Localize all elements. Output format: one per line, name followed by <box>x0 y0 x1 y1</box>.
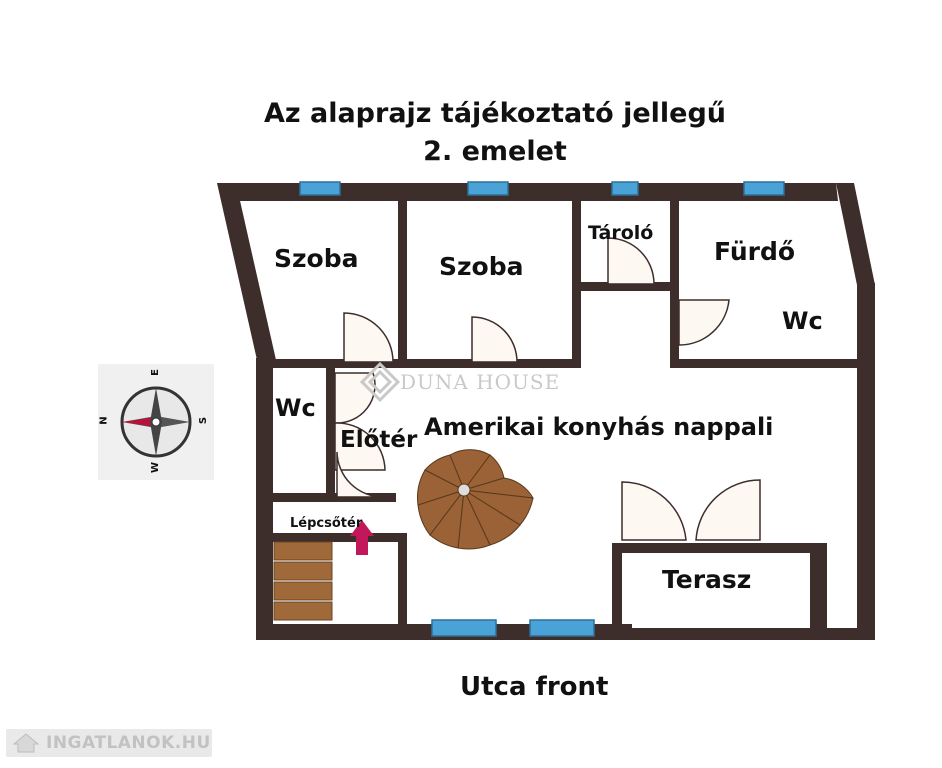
wall-wc-bottom <box>266 493 396 502</box>
wall-tarolo-right <box>670 190 679 288</box>
room-furdo: Fürdő <box>714 237 796 266</box>
door-furdo <box>678 299 730 346</box>
room-tarolo: Tároló <box>588 222 654 244</box>
room-szoba-2: Szoba <box>439 252 524 281</box>
wall-terrace-right <box>810 543 827 633</box>
wall-tarolo-left <box>572 190 581 368</box>
door-wc-left <box>334 372 376 424</box>
windows <box>299 181 785 637</box>
compass-w: W <box>150 461 162 474</box>
wall-stair-right <box>398 533 407 633</box>
door-terasz-right <box>695 479 761 541</box>
street-front-label: Utca front <box>460 672 609 702</box>
stair-step <box>273 561 333 581</box>
room-terasz: Terasz <box>662 565 752 594</box>
interior-walls <box>266 190 860 633</box>
window-top-2 <box>467 181 509 196</box>
duna-house-watermark: DUNA HOUSE <box>400 370 561 394</box>
spiral-step <box>424 454 465 492</box>
window-top-1 <box>299 181 341 196</box>
door-lepcsoter <box>336 451 384 498</box>
wall-rooms-bottom-mid <box>398 359 580 368</box>
compass-e: E <box>149 369 161 376</box>
door-szoba1 <box>343 312 394 363</box>
spiral-center <box>457 483 471 497</box>
stair-step <box>273 581 333 601</box>
wall-furdo-bottom <box>670 359 860 368</box>
wall-stair-top <box>266 533 404 542</box>
compass-n: N <box>98 416 110 425</box>
compass-s: S <box>198 416 210 425</box>
wall-furdo-left <box>670 282 679 368</box>
wall-right-diagonal <box>836 183 875 285</box>
room-eloter: Előtér <box>340 427 418 453</box>
house-icon <box>12 733 40 753</box>
room-szoba-1: Szoba <box>274 244 359 273</box>
wall-left-diagonal <box>217 183 276 360</box>
watermark-logo <box>359 361 401 403</box>
straight-stairs <box>273 541 333 621</box>
spiral-stair <box>417 449 534 550</box>
stair-step <box>273 541 333 561</box>
site-badge[interactable]: INGATLANOK.HU <box>6 729 212 757</box>
door-tarolo <box>607 237 655 285</box>
doors <box>334 237 761 541</box>
wall-szoba-divider <box>398 190 407 366</box>
window-bottom-1 <box>431 619 497 637</box>
wall-wc-right <box>326 368 335 498</box>
wall-terrace-top <box>612 543 827 553</box>
wall-left-lower <box>256 358 273 640</box>
room-lepcsoter: Lépcsőtér <box>290 516 363 531</box>
room-wc-right: Wc <box>782 307 823 335</box>
wall-rooms-bottom-left <box>266 359 402 368</box>
up-arrow <box>350 520 374 555</box>
wall-right-lower <box>857 283 875 640</box>
door-terasz-left <box>621 481 687 541</box>
wall-terrace-bottom <box>630 628 875 640</box>
plan-title-line2: 2. emelet <box>423 136 567 167</box>
stair-step <box>273 601 333 621</box>
door-eloter <box>334 422 386 471</box>
plan-title-line1: Az alaprajz tájékoztató jellegű <box>263 98 727 129</box>
room-nappali: Amerikai konyhás nappali <box>424 413 774 441</box>
compass <box>98 364 214 480</box>
wall-top <box>217 183 838 201</box>
wall-terrace-top-left <box>612 543 622 633</box>
room-wc-left: Wc <box>275 394 316 422</box>
window-top-3 <box>611 181 639 196</box>
site-name: INGATLANOK.HU <box>46 733 211 753</box>
window-bottom-2 <box>529 619 595 637</box>
window-top-4 <box>743 181 785 196</box>
door-szoba2 <box>471 316 518 363</box>
wall-tarolo-bottom <box>572 282 679 291</box>
